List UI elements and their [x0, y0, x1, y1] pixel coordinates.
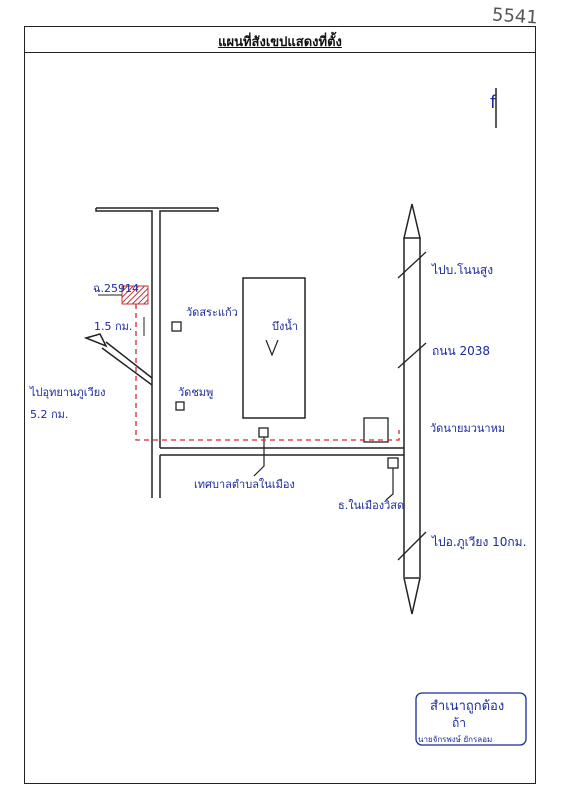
highway-leaders: [397, 251, 427, 561]
stamp-name: นายจักรพงษ์ ยักรลอม: [418, 734, 492, 744]
title-bar: แผนที่สังเขปแสดงที่ตั้ง: [24, 26, 536, 53]
label-park-distance: 5.2 กม.: [30, 408, 68, 421]
label-deed: ฉ.25914: [93, 282, 139, 295]
label-pond: บึงน้ำ: [272, 318, 298, 333]
stamp-signature: ถ้า: [452, 716, 466, 730]
label-municipality: เทศบาลตำบลในเมือง: [194, 478, 295, 491]
label-to-phuwiang: ไปอ.ภูเวียง 10กม.: [431, 535, 526, 550]
road-highway-2038: [403, 203, 421, 615]
label-wat-sakaeo: วัดสระแก้ว: [186, 306, 238, 319]
north-arrow: f: [490, 88, 497, 128]
label-to-park: ไปอุทยานภูเวียง: [29, 386, 106, 399]
wat-sakaeo-marker: [171, 321, 182, 332]
label-wat-nai-muang: วัดนายมวนาหม: [430, 422, 505, 435]
municipality-leader: [253, 437, 265, 477]
bank-leader: [385, 468, 394, 501]
stamp-certified-text: สำเนาถูกต้อง: [430, 699, 504, 714]
wat-nai-muang-marker: [363, 417, 389, 443]
map-frame: [24, 26, 536, 784]
wat-chomphu-marker: [175, 401, 185, 411]
municipality-marker: [258, 427, 269, 438]
north-symbol: f: [490, 92, 497, 113]
road-west-top: [95, 207, 219, 295]
route-line: [135, 304, 400, 441]
page-title: แผนที่สังเขปแสดงที่ตั้ง: [218, 35, 342, 50]
road-horizontal: [160, 447, 404, 456]
road-west-vertical: [151, 295, 161, 498]
road-branch-park: [83, 333, 153, 386]
label-to-ban-nonsung: ไปบ.โนนสูง: [431, 263, 493, 278]
certification-stamp: สำเนาถูกต้อง ถ้า นายจักรพงษ์ ยักรลอม: [415, 692, 527, 746]
label-distance-short: 1.5 กม.: [94, 320, 132, 333]
label-road-2038: ถนน 2038: [432, 344, 490, 358]
pond-outline: [242, 277, 306, 419]
pond-leader: [265, 339, 279, 357]
bank-marker: [387, 457, 399, 469]
label-bank: ธ.ในเมืองวิสด: [338, 499, 404, 512]
label-wat-chomphu: วัดชมพู: [178, 386, 213, 399]
